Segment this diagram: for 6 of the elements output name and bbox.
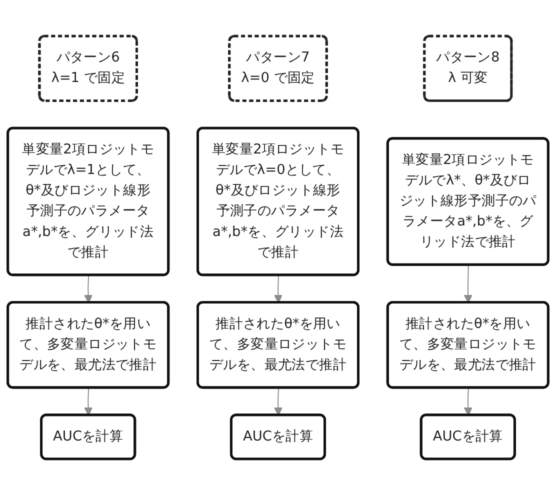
arrow: [84, 387, 93, 416]
arrow: [84, 274, 93, 304]
arrow: [464, 387, 472, 416]
arrow: [464, 264, 472, 304]
arrow: [274, 274, 283, 304]
arrow: [274, 387, 283, 416]
